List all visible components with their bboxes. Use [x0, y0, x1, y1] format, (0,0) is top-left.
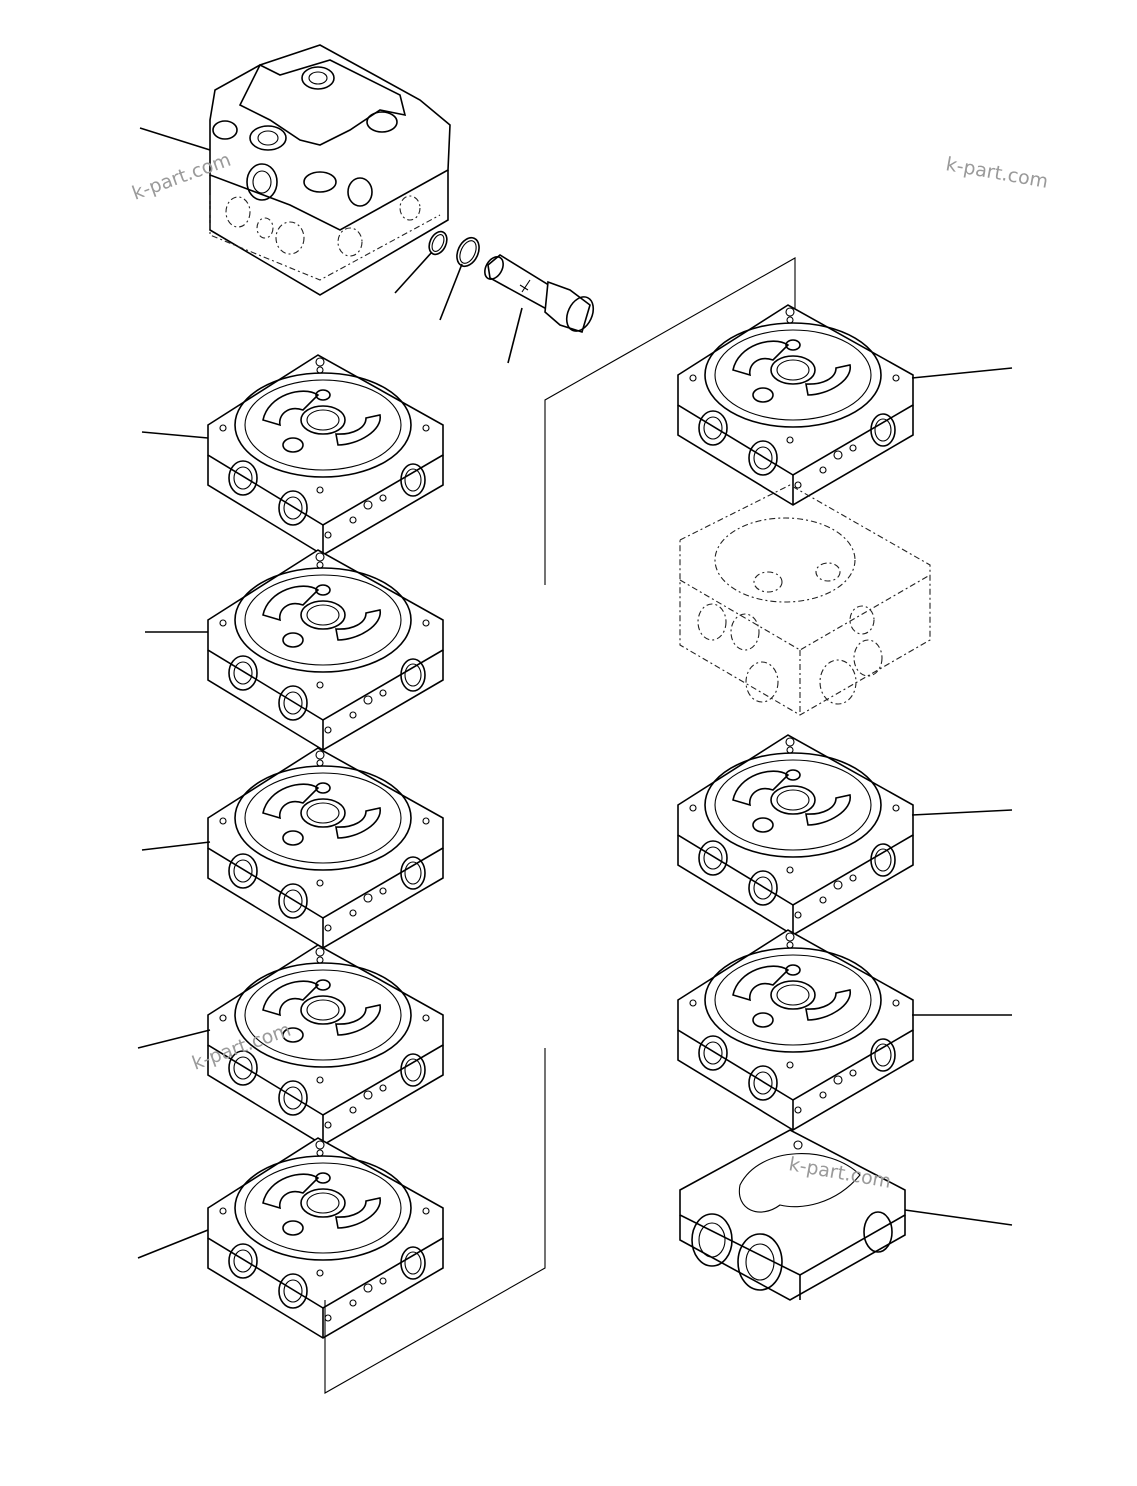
- valve-section-left-2: [207, 549, 444, 751]
- leader-end-cover: [904, 1209, 1013, 1226]
- valve-section-left-3: [207, 747, 444, 949]
- sleeve-plug: [484, 254, 595, 334]
- o-ring-large: [456, 236, 480, 268]
- leader-left-5: [137, 1229, 209, 1259]
- leader-right-2: [911, 809, 1013, 816]
- leader-left-1: [141, 431, 209, 439]
- leader-left-3: [141, 841, 211, 851]
- valve-section-right-3: [677, 929, 914, 1131]
- valve-section-left-1: [207, 354, 444, 556]
- phantom-section: [679, 484, 931, 716]
- leader-sleeve: [507, 307, 523, 364]
- watermark: k-part.com: [944, 153, 1050, 193]
- valve-section-right-2: [677, 734, 914, 936]
- leader-o-ring-small: [394, 251, 433, 294]
- leader-left-4: [137, 1029, 211, 1049]
- cover-block: [209, 44, 451, 296]
- o-ring-small: [428, 230, 448, 256]
- leader-right-1: [911, 367, 1013, 379]
- end-cover-block: [679, 1129, 906, 1301]
- leader-o-ring-large: [439, 263, 463, 321]
- assembly-link-line-upper: [544, 257, 796, 585]
- valve-section-right-1: [677, 304, 914, 506]
- leader-cover: [139, 127, 211, 151]
- assembly-link-line: [324, 1048, 546, 1394]
